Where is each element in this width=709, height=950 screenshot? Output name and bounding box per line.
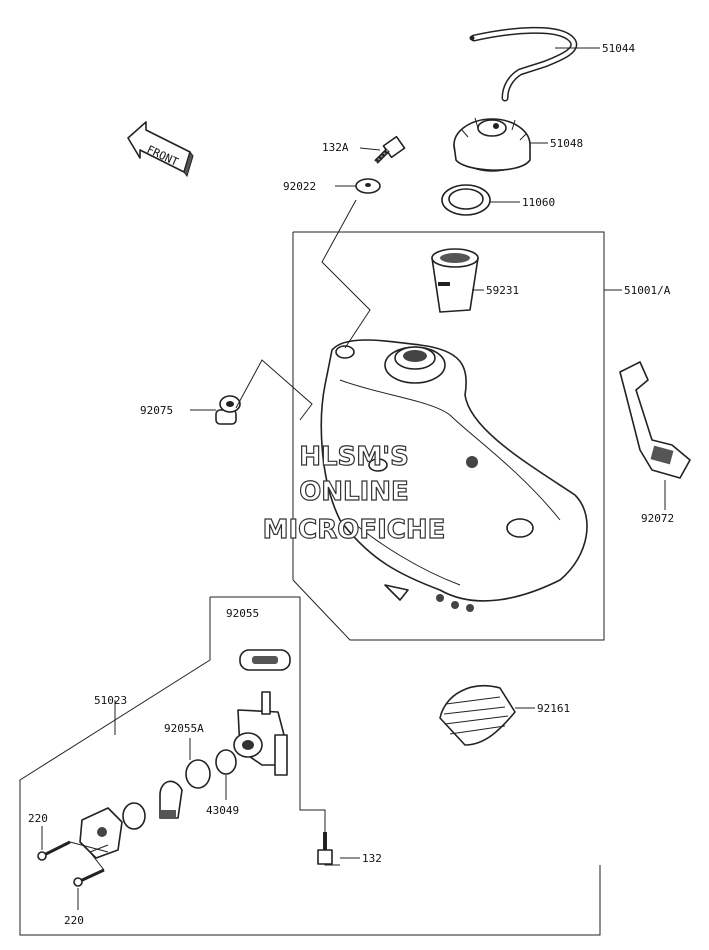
label-43049: 43049 (206, 804, 239, 817)
label-92161: 92161 (537, 702, 570, 715)
label-51001a: 51001/A (624, 284, 671, 297)
front-direction-arrow-icon: FRONT (127, 121, 194, 178)
label-92075: 92075 (140, 404, 173, 417)
gasket-11060-part (441, 184, 491, 216)
fuel-filter-59231-part (431, 248, 479, 313)
label-59231: 59231 (486, 284, 519, 297)
gasket-92055-part (239, 649, 291, 671)
protector-92161-part (439, 685, 516, 746)
leader-lines (41, 47, 666, 910)
o-ring-small-part (122, 802, 146, 830)
o-ring-92055a-part (185, 759, 211, 789)
label-132: 132 (362, 852, 382, 865)
watermark-line-2: ONLINE (299, 477, 409, 507)
bolt-132-part (317, 832, 333, 865)
fuel-cock-lever-part (159, 780, 183, 819)
watermark: HLSM'S ONLINE MICROFICHE (262, 441, 446, 545)
cock-plate-part (79, 807, 123, 859)
grommet-92075-part (215, 395, 241, 425)
fuel-cock-body-part (233, 691, 288, 776)
label-51048: 51048 (550, 137, 583, 150)
watermark-line-3: MICROFICHE (263, 515, 446, 545)
label-220-lower: 220 (64, 914, 84, 927)
label-92055: 92055 (226, 607, 259, 620)
fuel-cap-part (453, 117, 531, 172)
watermark-line-1: HLSM'S (299, 442, 409, 472)
label-132a: 132A (322, 141, 349, 154)
washer-92022-part (355, 178, 381, 194)
label-220-upper: 220 (28, 812, 48, 825)
washer-43049-part (215, 749, 237, 775)
label-92055a: 92055A (164, 722, 204, 735)
label-92072: 92072 (641, 512, 674, 525)
label-51023: 51023 (94, 694, 127, 707)
breather-hose-part (469, 26, 578, 102)
strap-92072-part (619, 361, 691, 479)
label-11060: 11060 (522, 196, 555, 209)
screw-220-lower-part (73, 868, 105, 887)
screw-220-upper-part (37, 840, 71, 861)
bolt-132a-part (374, 135, 406, 164)
fuel-tank-51001a-part (320, 339, 588, 612)
label-92022: 92022 (283, 180, 316, 193)
label-51044: 51044 (602, 42, 635, 55)
